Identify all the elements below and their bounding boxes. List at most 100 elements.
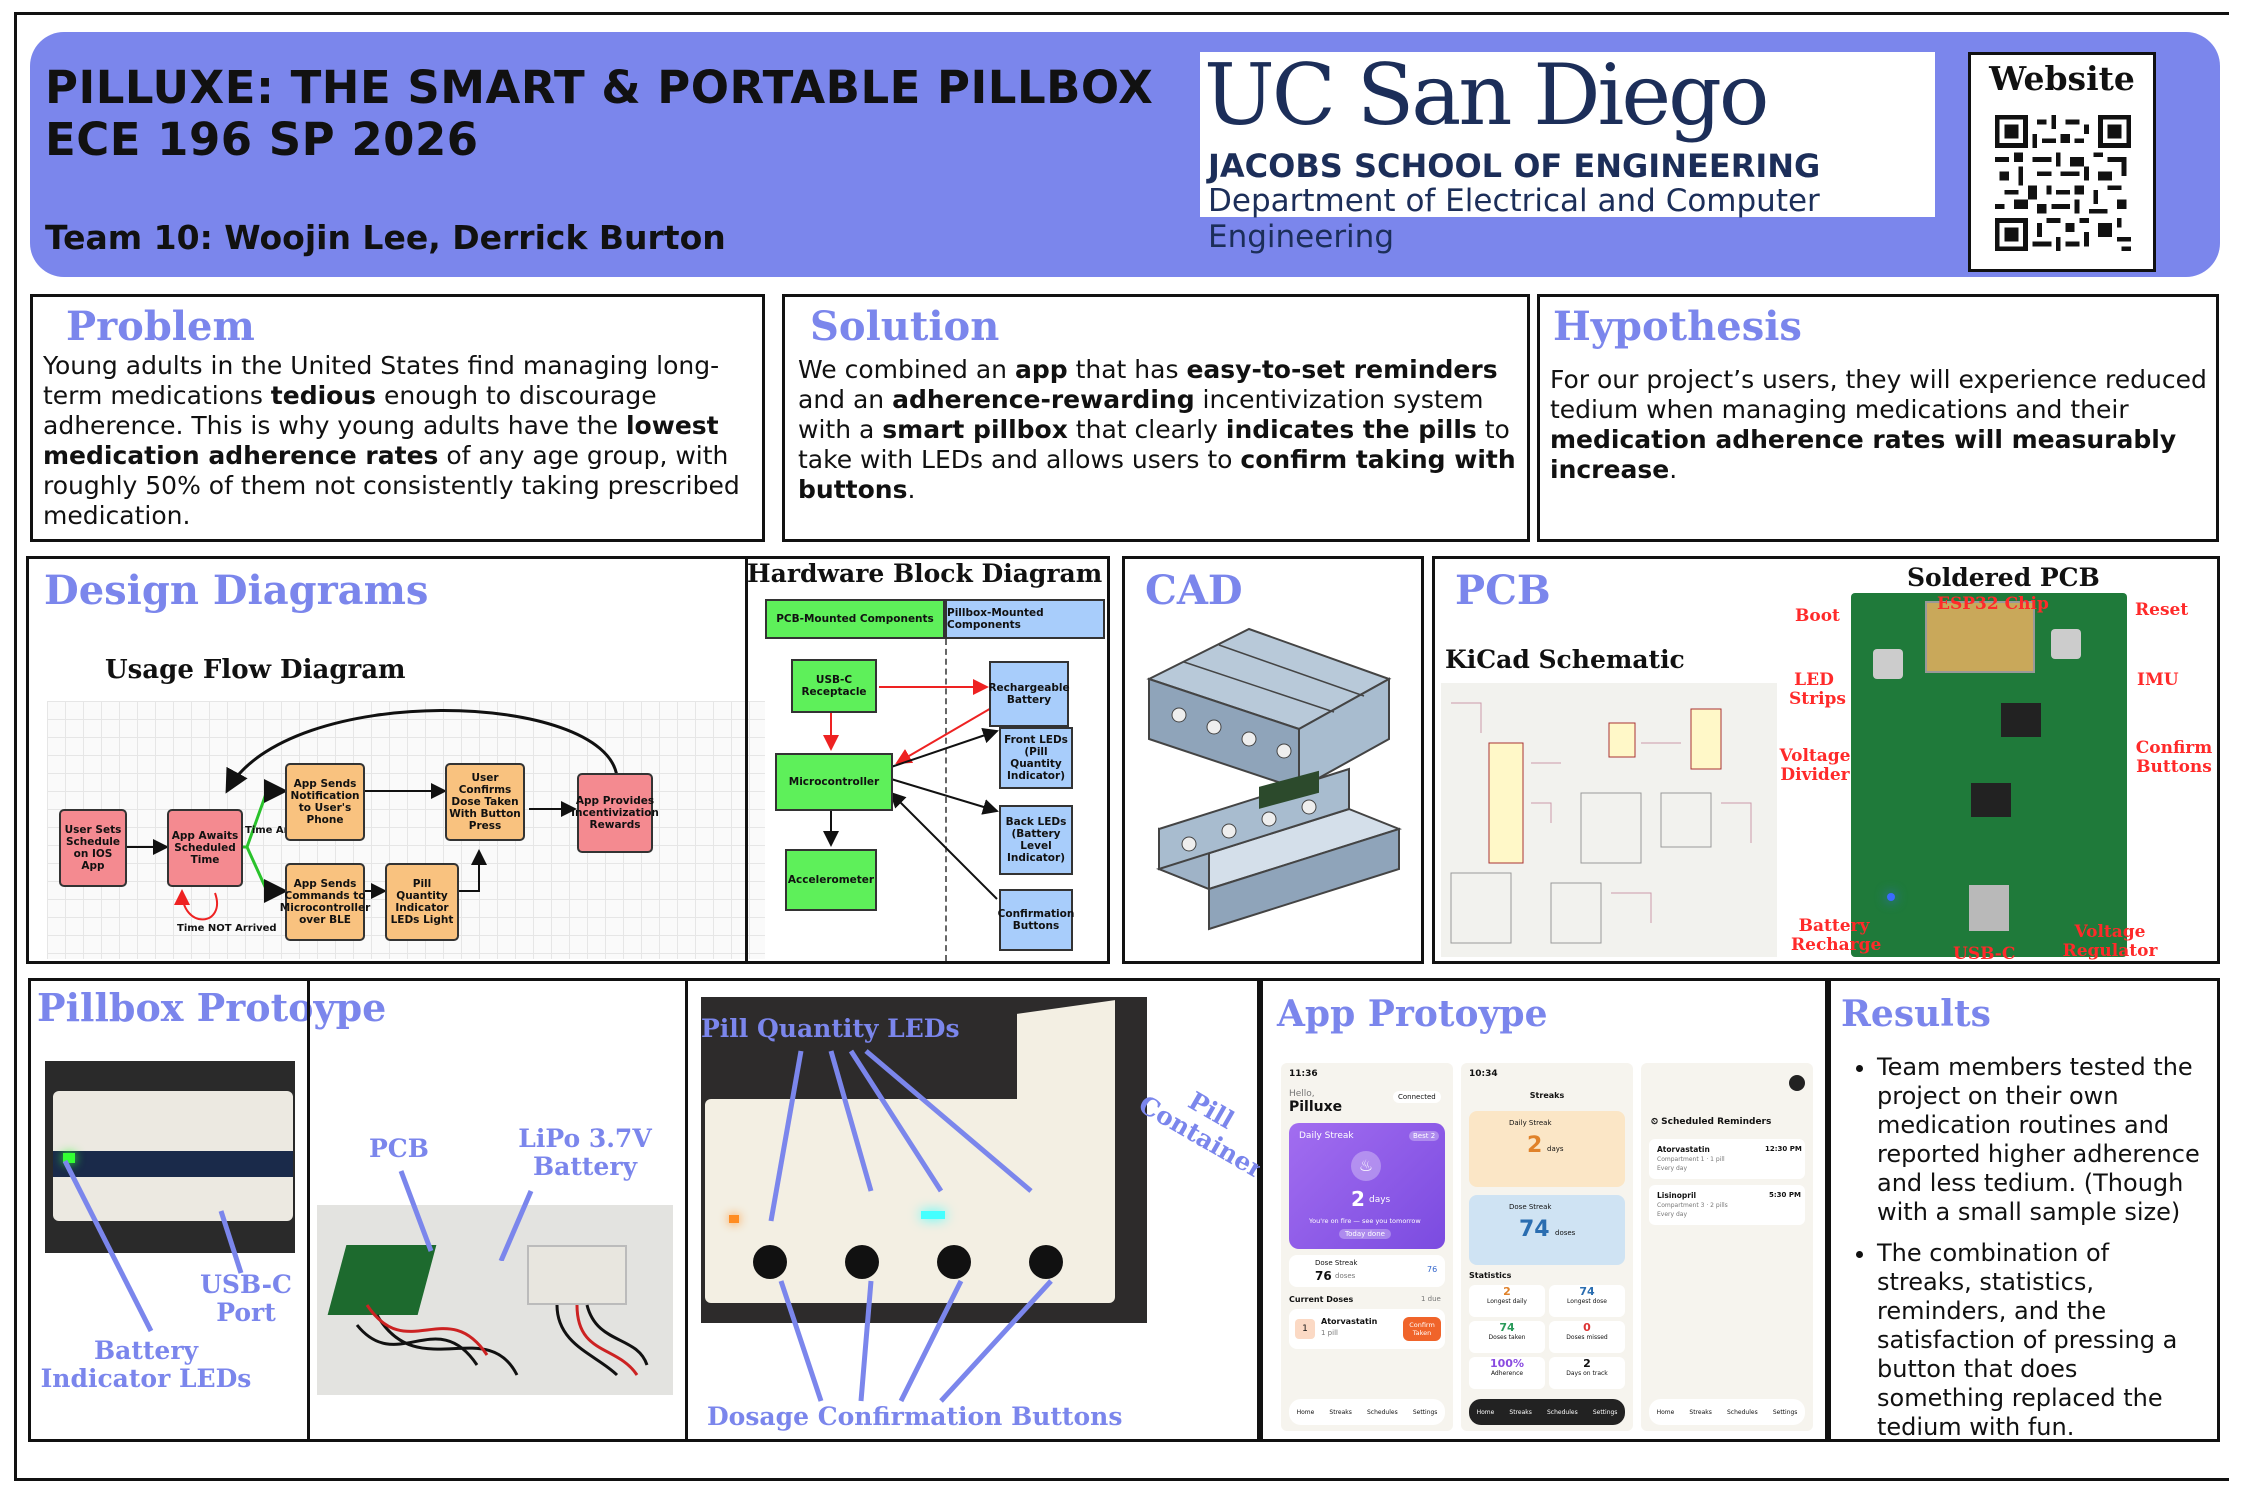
pillbox-front-arrows: [768, 1049, 1053, 1403]
frame-bottom: [14, 1478, 2229, 1481]
website-label: Website: [1989, 59, 2135, 98]
hw-arrows: [823, 679, 999, 900]
logo-name: UC San Diego: [1204, 46, 1769, 144]
flow-node-pill-leds: Pill Quantity Indicator LEDs Light: [385, 863, 459, 941]
s1-streak-card[interactable]: Daily Streak Best 2 ♨ 2 days You're on f…: [1289, 1123, 1445, 1249]
usage-flow-diagram: User Sets Schedule on IOS App App Awaits…: [47, 701, 765, 959]
nav-home[interactable]: Home: [1296, 1408, 1315, 1416]
nav-settings[interactable]: Settings: [1412, 1408, 1438, 1416]
s1-med-card: 1 Atorvastatin 1 pill Confirm Taken: [1289, 1309, 1445, 1349]
s1-greeting: Hello,: [1289, 1089, 1315, 1099]
title-line2: ECE 196 SP 2026: [45, 113, 479, 166]
label-pcb: PCB: [369, 1134, 429, 1163]
label-usbc-port: USB-C Port: [200, 1270, 292, 1327]
pillbox-inside-arrows: [398, 1170, 534, 1261]
hypothesis-text: For our project’s users, they will exper…: [1550, 365, 2207, 484]
flow-node-set-schedule: User Sets Schedule on IOS App: [59, 809, 127, 887]
team-names: Team 10: Woojin Lee, Derrick Burton: [45, 218, 726, 257]
hw-col-pcb: PCB-Mounted Components: [765, 599, 945, 639]
front-led-orange: [729, 1215, 739, 1223]
qr-code-icon[interactable]: [1995, 115, 2131, 251]
hw-battery: Rechargeable Battery: [988, 661, 1070, 727]
label-esp32: ESP32 Chip: [1937, 594, 2049, 614]
frame-left: [14, 12, 17, 1480]
soldered-pcb-photo: [1851, 593, 2127, 957]
s2-stat-5: 100%Adherence: [1469, 1357, 1545, 1389]
s1-appname: Pilluxe: [1289, 1099, 1343, 1115]
add-icon[interactable]: [1789, 1075, 1805, 1091]
label-confirm-buttons: Confirm Buttons: [2135, 738, 2213, 777]
s1-current-doses: Current Doses: [1289, 1295, 1354, 1304]
label-reset: Reset: [2135, 600, 2189, 620]
results-item-2: The combination of streaks, statistics, …: [1877, 1239, 2207, 1442]
s3-reminder-2[interactable]: Lisinopril Compartment 3 · 2 pills Every…: [1649, 1185, 1805, 1225]
s2-time: 10:34: [1469, 1069, 1498, 1079]
results-heading: Results: [1841, 993, 1991, 1035]
hw-buttons: Confirmation Buttons: [998, 889, 1074, 951]
app-heading: App Protoype: [1277, 993, 1548, 1035]
inside-battery: [527, 1245, 627, 1305]
label-lipo: LiPo 3.7V Battery: [518, 1124, 652, 1181]
app-screen-reminders: ⏲ Scheduled Reminders Atorvastatin Compa…: [1641, 1063, 1813, 1431]
flow-arrows: [127, 709, 619, 921]
label-boot: Boot: [1795, 606, 1840, 626]
hw-divider: [945, 639, 947, 961]
flow-node-confirm-dose: User Confirms Dose Taken With Button Pre…: [445, 763, 525, 841]
front-button-2: [845, 1245, 879, 1279]
s1-streak-best: Best 2: [1409, 1131, 1440, 1141]
pillbox-divider-1: [307, 981, 310, 1441]
design-diagrams-panel: Design Diagrams Usage Flow Diagram User …: [26, 556, 1110, 964]
s1-today-done: Today done: [1339, 1229, 1391, 1239]
s1-streak-value: 2: [1351, 1187, 1365, 1211]
s1-dose-unit: doses: [1335, 1272, 1356, 1280]
s1-dose-card[interactable]: Dose Streak 76 doses 76: [1289, 1255, 1445, 1287]
label-led-strips: LED Strips: [1789, 670, 1847, 709]
label-voltage-divider: Voltage Divider: [1779, 746, 1851, 785]
kicad-title: KiCad Schematic: [1445, 645, 1685, 674]
hw-accel: Accelerometer: [785, 849, 877, 911]
results-item-1: Team members tested the project on their…: [1877, 1053, 2207, 1227]
pillbox-photo-front: [701, 997, 1147, 1323]
label-voltage-regulator: Voltage Regulator: [2062, 922, 2158, 961]
pillbox-divider-2: [685, 981, 688, 1441]
problem-panel: Problem Young adults in the United State…: [30, 294, 765, 542]
front-button-4: [1029, 1245, 1063, 1279]
website-panel: Website: [1968, 52, 2156, 272]
hypothesis-panel: Hypothesis For our project’s users, they…: [1537, 294, 2219, 542]
s2-daily-label: Daily Streak: [1509, 1119, 1552, 1127]
results-list: Team members tested the project on their…: [1877, 1053, 2207, 1454]
label-usbc: USB-C: [1953, 944, 2016, 964]
label-battery-leds: Battery Indicator LEDs: [40, 1336, 252, 1393]
nav-schedules[interactable]: Schedules: [1367, 1408, 1398, 1416]
app-panel: App Protoype 11:36 Hello, Pilluxe Connec…: [1260, 978, 1828, 1442]
soldered-pcb-title: Soldered PCB: [1907, 563, 2100, 592]
hw-col-pillbox: Pillbox-Mounted Components: [945, 599, 1105, 639]
nav-streaks[interactable]: Streaks: [1329, 1408, 1352, 1416]
reset-button: [2051, 629, 2081, 659]
battery-indicator-led: [63, 1153, 75, 1163]
s1-confirm-button[interactable]: Confirm Taken: [1403, 1317, 1441, 1341]
s2-daily-unit: days: [1547, 1145, 1564, 1153]
s3-reminder-1[interactable]: Atorvastatin Compartment 1 · 1 pill Ever…: [1649, 1139, 1805, 1179]
inside-wires: [355, 1304, 649, 1377]
s1-dose-label: Dose Streak: [1315, 1259, 1358, 1267]
pillbox-photo-inside: [317, 1205, 673, 1395]
hardware-block-diagram: PCB-Mounted Components Pillbox-Mounted C…: [765, 599, 1105, 961]
s1-med-sub: 1 pill: [1321, 1329, 1338, 1337]
s3-title: ⏲ Scheduled Reminders: [1651, 1117, 1772, 1127]
usbc-connector: [1969, 885, 2009, 931]
logo-dept: Department of Electrical and Computer En…: [1208, 183, 1820, 255]
solution-heading: Solution: [810, 303, 1000, 350]
s2-dose-unit: doses: [1555, 1229, 1576, 1237]
s1-streak-msg: You're on fire — see you tomorrow: [1309, 1217, 1421, 1225]
s1-nav-bar: Home Streaks Schedules Settings: [1289, 1399, 1445, 1425]
problem-text: Young adults in the United States find m…: [43, 351, 740, 530]
results-panel: Results Team members tested the project …: [1828, 978, 2220, 1442]
label-imu: IMU: [2137, 670, 2179, 690]
logo-school: JACOBS SCHOOL OF ENGINEERING: [1208, 147, 1821, 185]
s1-med-name: Atorvastatin: [1321, 1317, 1378, 1326]
cad-panel: CAD: [1122, 556, 1424, 964]
